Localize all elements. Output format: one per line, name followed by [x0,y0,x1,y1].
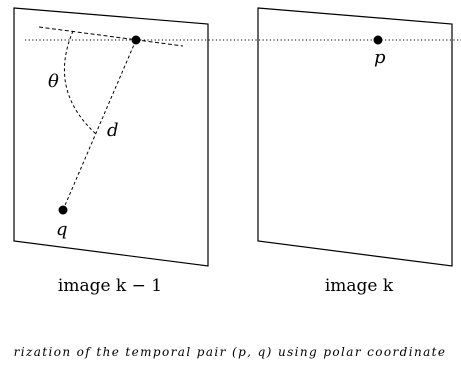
d-label: d [107,120,119,141]
theta-label: θ [48,71,59,92]
figure-caption: rization of the temporal pair (p, q) usi… [14,345,447,359]
point-q [58,205,68,215]
distance-dashed-line [62,39,137,211]
left-image-caption: image k − 1 [58,276,162,296]
p-label: p [374,47,386,68]
left-image-plane [13,7,209,267]
point-p [373,35,383,45]
right-image-plane [257,7,453,267]
reference-dashed-line [38,26,184,47]
right-image-caption: image k [325,276,394,296]
angle-arc [63,30,97,135]
q-label: q [56,219,68,240]
point-p-projection [131,35,141,45]
